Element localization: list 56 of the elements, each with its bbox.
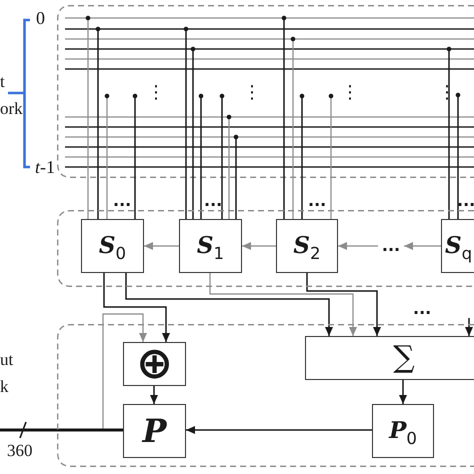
ellipsis: ... [413, 301, 432, 317]
connector-line [106, 178, 108, 219]
arrow [399, 380, 407, 404]
ellipsis: ... [308, 193, 326, 209]
arrow [102, 313, 147, 431]
dashed-region [57, 324, 474, 467]
connector-line [221, 178, 223, 219]
arrow [186, 426, 372, 434]
arrow [404, 242, 441, 250]
process-box: P [123, 404, 186, 458]
bus-line [0, 422, 123, 438]
process-box: P$_{0}$ [372, 404, 434, 458]
connector-line [283, 178, 285, 219]
vertical-ellipsis: ⋮ [147, 84, 165, 102]
side-label: ut k [0, 349, 14, 398]
ellipsis: ... [204, 193, 222, 209]
ellipsis: ... [457, 193, 474, 209]
arrow [125, 273, 333, 336]
connector-line [330, 178, 332, 219]
process-box: S$_{0}$ [81, 219, 144, 273]
connector-line [228, 178, 230, 219]
process-box: S$_{2}$ [276, 219, 338, 273]
connector-line [292, 178, 294, 219]
process-box: S$_{q}$ [441, 219, 474, 273]
process-box: S$_{1}$ [179, 219, 242, 273]
connector-line [235, 178, 237, 219]
dashed-region [57, 210, 474, 287]
adder-box: ⊕ [123, 342, 186, 386]
connector-line [192, 178, 194, 219]
connector-line [457, 178, 459, 219]
side-label: t ork [0, 71, 23, 120]
connector-line [448, 178, 450, 219]
arrow [242, 242, 276, 250]
arrow [144, 242, 179, 250]
line-index: t-1 [35, 158, 56, 176]
ellipsis: ... [113, 193, 132, 209]
vertical-ellipsis: ⋮ [243, 84, 261, 102]
arrow [306, 273, 381, 336]
connector-line [301, 178, 303, 219]
vertical-ellipsis: ⋮ [341, 84, 359, 102]
arrow [209, 273, 357, 336]
line-index: 0 [36, 9, 45, 27]
vertical-ellipsis: ⋮ [438, 84, 456, 102]
ellipsis: ... [378, 236, 404, 256]
arrow [338, 242, 378, 250]
arrow [465, 318, 473, 336]
connector-line [185, 178, 187, 219]
connector-line [134, 178, 136, 219]
arrow [103, 273, 170, 342]
connector-line [200, 178, 202, 219]
arrow [150, 386, 158, 404]
connector-line [87, 178, 89, 219]
connector-line [97, 178, 99, 219]
edge-label: 360 [7, 442, 32, 459]
sum-box: ∑ [305, 336, 474, 380]
wire-network-drawing [57, 5, 474, 178]
